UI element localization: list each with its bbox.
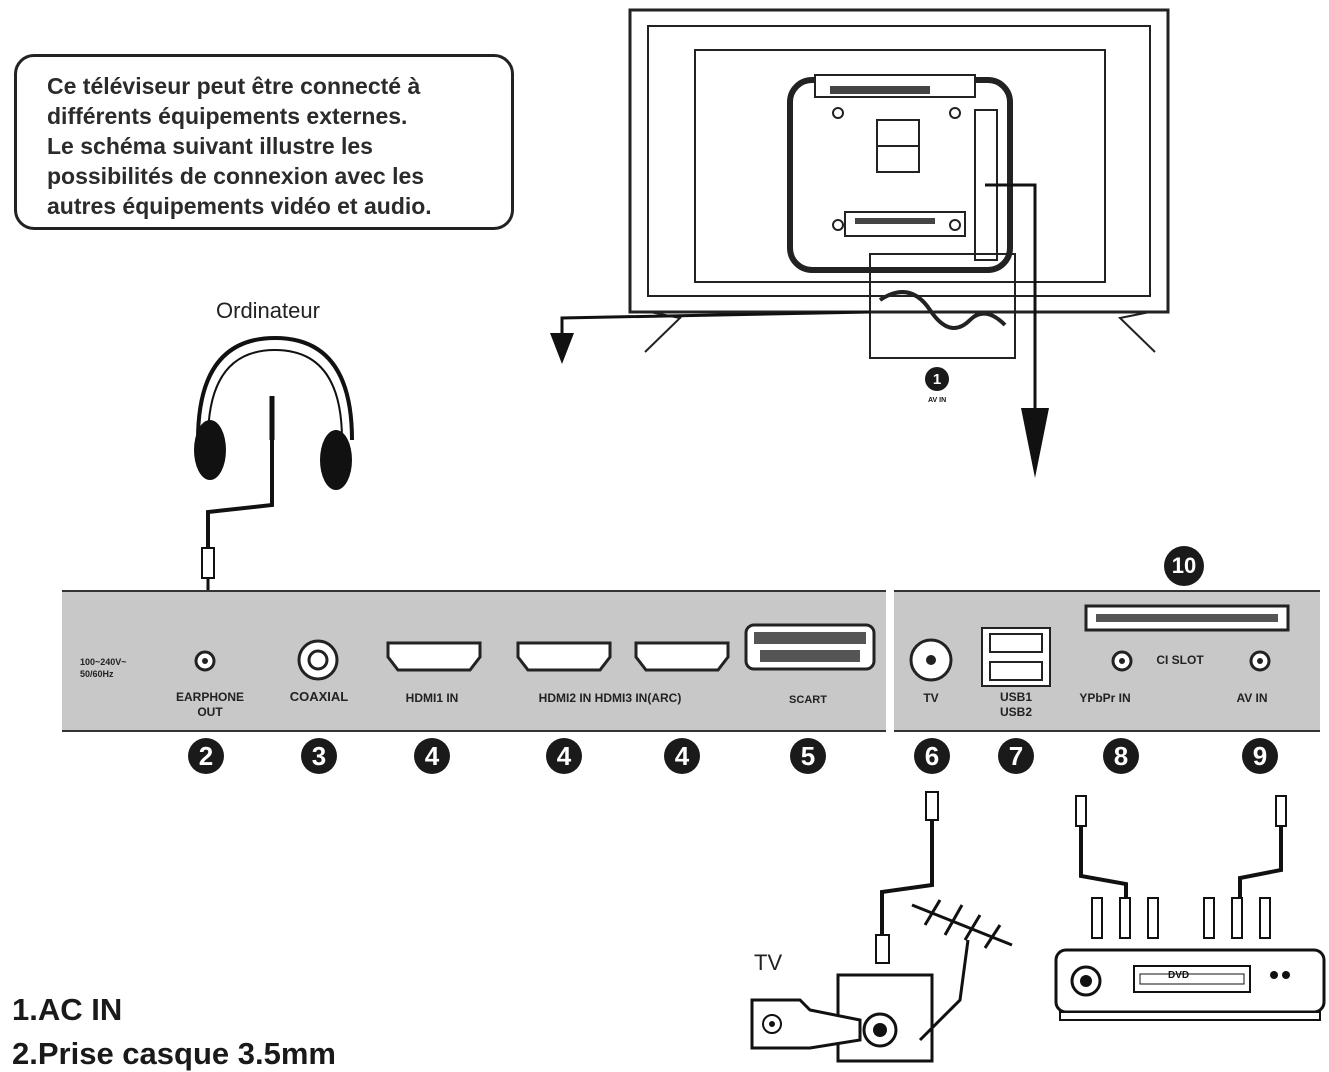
ci-slot-label: CI SLOT	[1156, 653, 1204, 667]
intro-line: possibilités de connexion avec les	[47, 163, 425, 189]
av-in-label: AV IN	[1236, 691, 1268, 705]
headphones-illustration	[194, 335, 354, 592]
power-rating-label: 100~240V~ 50/60Hz	[80, 656, 127, 680]
legend-item-2: 2.Prise casque 3.5mm	[12, 1036, 336, 1071]
dvd-label: DVD	[1168, 970, 1190, 981]
badge-4-hdmi1: 4	[414, 738, 450, 774]
intro-text-box: Ce téléviseur peut être connecté à diffé…	[14, 54, 514, 230]
tv-antenna-port-label: TV	[923, 691, 939, 705]
tv-back-av-label: AV IN	[928, 397, 947, 404]
tv-back-arrows	[550, 183, 1049, 478]
intro-line: Le schéma suivant illustre les	[47, 133, 373, 159]
badge-4-hdmi2: 4	[546, 738, 582, 774]
usb2-label: USB2	[999, 705, 1032, 719]
badge-4-hdmi3: 4	[664, 738, 700, 774]
dvd-player-illustration	[1054, 795, 1326, 1021]
badge-7: 7	[998, 738, 1034, 774]
hdmi2-hdmi3-label: HDMI2 IN HDMI3 IN(ARC)	[538, 691, 682, 705]
badge-1: 1	[925, 367, 949, 391]
legend-item-1: 1.AC IN	[12, 992, 123, 1027]
intro-line: autres équipements vidéo et audio.	[47, 193, 432, 219]
hdmi1-label: HDMI1 IN	[405, 691, 459, 705]
badge-5: 5	[790, 738, 826, 774]
intro-line: différents équipements externes.	[47, 103, 408, 129]
power-frequency: 50/60Hz	[80, 669, 114, 679]
scart-label: SCART	[789, 694, 827, 706]
usb1-label: USB1	[999, 690, 1032, 704]
side-connector-panel	[62, 590, 886, 732]
computer-label: Ordinateur	[216, 298, 320, 323]
intro-line: Ce téléviseur peut être connecté à	[47, 73, 421, 99]
badge-6: 6	[914, 738, 950, 774]
antenna-illustration	[750, 791, 1013, 1063]
tv-back-illustration	[628, 8, 1170, 359]
badge-9: 9	[1242, 738, 1278, 774]
badge-10: 10	[1164, 546, 1204, 586]
badge-8: 8	[1103, 738, 1139, 774]
badge-2: 2	[188, 738, 224, 774]
earphone-label-line2: OUT	[197, 705, 223, 719]
badge-3: 3	[301, 738, 337, 774]
tv-antenna-label: TV	[754, 950, 783, 975]
power-voltage: 100~240V~	[80, 657, 127, 667]
earphone-label-line1: EARPHONE	[175, 690, 244, 704]
coaxial-label: COAXIAL	[289, 689, 349, 704]
ypbpr-label: YPbPr IN	[1079, 691, 1131, 705]
earphone-label: EARPHONE OUT	[170, 690, 250, 720]
usb-label: USB1 USB2	[990, 690, 1042, 720]
rear-connector-panel	[894, 590, 1320, 732]
